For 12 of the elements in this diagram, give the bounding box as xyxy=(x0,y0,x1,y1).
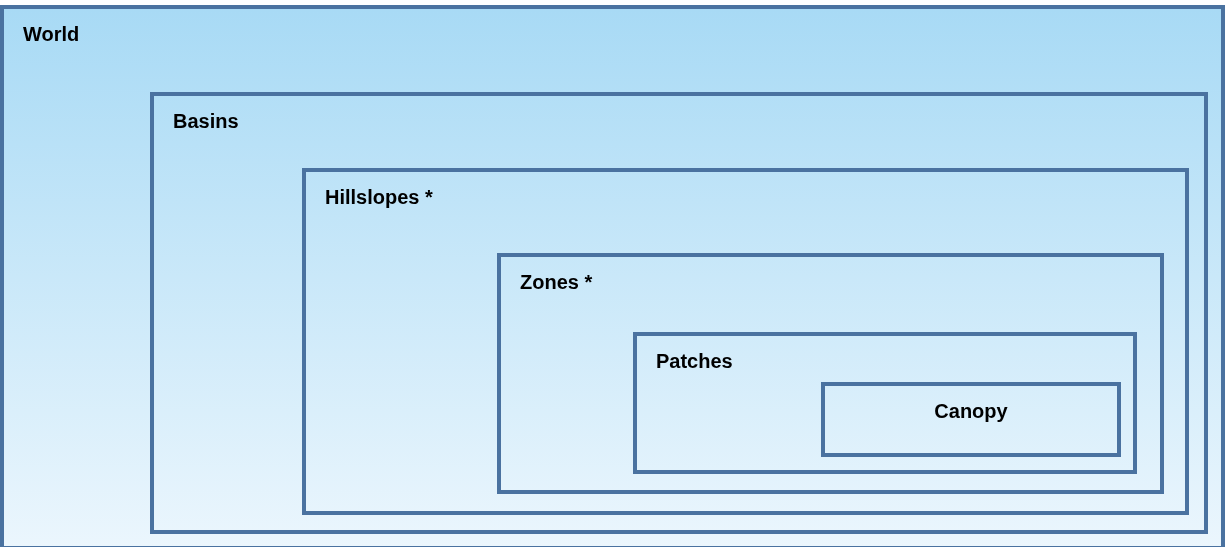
box-title: World xyxy=(23,23,80,46)
container-box xyxy=(150,92,1208,534)
container-box xyxy=(302,168,1189,515)
container-box xyxy=(633,332,1137,474)
box-title: Canopy xyxy=(933,400,1009,423)
container-box xyxy=(821,382,1121,457)
container-box xyxy=(0,5,1225,547)
box-title: Hillslopes * xyxy=(325,186,433,209)
container-box xyxy=(497,253,1164,494)
box-title: Zones * xyxy=(520,271,593,294)
box-title: Basins xyxy=(173,110,239,133)
box-title: Patches xyxy=(656,350,733,373)
